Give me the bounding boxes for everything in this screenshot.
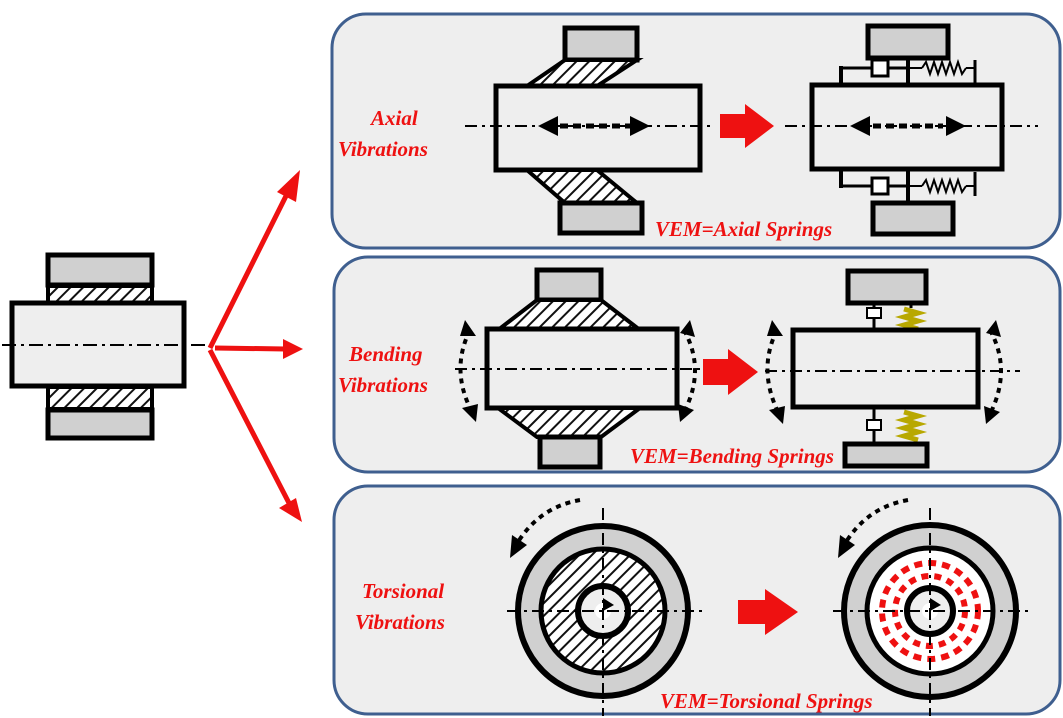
axial-caption: VEM=Axial Springs (655, 217, 832, 241)
panel-bending: Bending Vibrations (332, 255, 1062, 474)
bending-before (455, 267, 705, 470)
torsional-caption: VEM=Torsional Springs (660, 689, 873, 713)
panel-torsional: Torsional Vibrations VE (332, 484, 1062, 716)
torsional-label-line1: Torsional (362, 579, 444, 603)
axial-before (465, 25, 710, 236)
branch-arrows (207, 170, 303, 522)
bending-after (765, 268, 1020, 469)
axial-after (785, 23, 1038, 237)
source-component (2, 252, 215, 441)
torsion-after (833, 498, 1030, 716)
axial-label-line2: Vibrations (338, 137, 428, 161)
torsional-label-line2: Vibrations (355, 610, 445, 634)
torsion-before (507, 498, 705, 716)
axial-label-line1: Axial (369, 106, 418, 130)
bending-label-line1: Bending (348, 342, 423, 366)
bending-label-line2: Vibrations (338, 373, 428, 397)
axial-transition-arrow (720, 104, 774, 148)
torsion-transition-arrow (738, 589, 798, 635)
bending-transition-arrow (703, 349, 758, 395)
panel-axial: Axial Vibrations (330, 12, 1062, 250)
bending-caption: VEM=Bending Springs (630, 444, 834, 468)
